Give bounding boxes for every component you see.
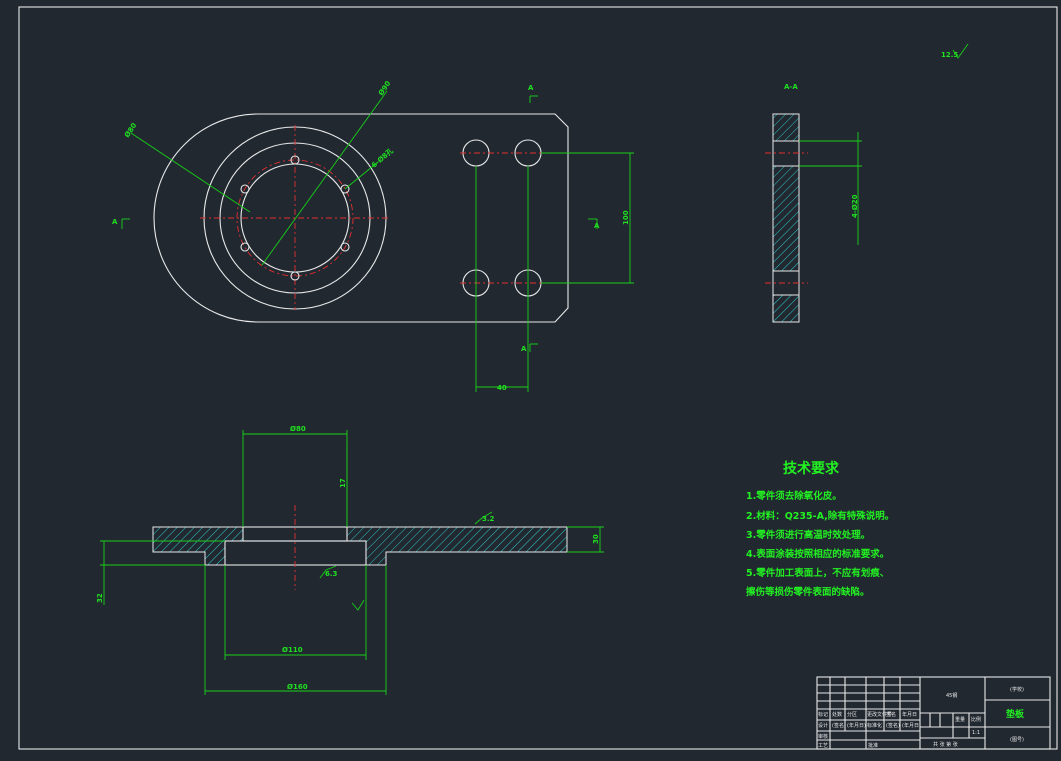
- req-1: 1.零件须去除氧化皮。: [746, 490, 842, 502]
- side-view: A-A 4-Ø20: [765, 83, 862, 323]
- dim-step: 17: [339, 478, 347, 488]
- section-mark-bottom: A: [521, 345, 527, 353]
- tb-label-3: 更改文件号: [867, 711, 892, 718]
- section-mark-left: A: [112, 218, 118, 226]
- plate-outline: [153, 113, 569, 323]
- tb-part-name: 垫板: [1006, 708, 1025, 720]
- req-3: 3.零件须进行高温时效处理。: [746, 529, 870, 541]
- dim-holes: 6-Ø8孔: [370, 146, 395, 169]
- req-5: 5.零件加工表面上，不应有划痕、: [746, 567, 889, 579]
- side-view-label: A-A: [784, 83, 798, 91]
- tb-label2-1: (签名): [832, 722, 846, 729]
- req-2: 2.材料：Q235-A,除有特殊说明。: [746, 510, 894, 522]
- tb-label2-5: (年月日): [902, 722, 921, 729]
- req-4: 4.表面涂装按照相应的标准要求。: [746, 548, 889, 560]
- section-mark-right: A: [594, 222, 600, 230]
- tb-label2-2: (年月日): [847, 722, 866, 729]
- tb-scale: 1:1: [972, 730, 980, 736]
- dim-spacing-h: 40: [497, 384, 507, 392]
- tb-label2-0: 设计: [818, 722, 828, 729]
- roughness-value: 12.5: [941, 51, 958, 59]
- dim-thick: 30: [592, 534, 600, 544]
- top-view: [121, 90, 634, 392]
- tb-stage-scale: 比例: [971, 716, 981, 723]
- tb-label2-4: (签名): [886, 722, 900, 729]
- tb-label-5: 年月日: [902, 711, 917, 718]
- requirements-title: 技术要求: [783, 460, 840, 477]
- dim-outer-dia: Ø160: [287, 683, 308, 691]
- pitch-circle: [236, 159, 354, 277]
- req-6: 擦伤等损伤零件表面的缺陷。: [746, 586, 870, 598]
- tb-stage-weight: 重量: [955, 716, 965, 723]
- tb-label-2: 分区: [847, 711, 857, 718]
- tb-label3-2: 批准: [868, 742, 878, 749]
- dim-side-holes: 4-Ø20: [851, 194, 859, 218]
- tb-material: 45钢: [946, 692, 957, 699]
- dim-height: 32: [96, 593, 104, 603]
- tb-label3-1: 工艺: [818, 743, 828, 749]
- tb-label2-3: 标准化: [867, 722, 882, 729]
- tb-label-1: 处数: [832, 711, 842, 718]
- tb-drawing-no: (图号): [1010, 737, 1024, 743]
- drawing-border: [18, 6, 1058, 750]
- roughness-2: 3.2: [482, 515, 495, 523]
- roughness-3: 6.3: [325, 570, 338, 578]
- dim-base-dia: Ø110: [282, 646, 303, 654]
- roughness-symbol: 12.5: [941, 43, 969, 59]
- title-block: [816, 676, 1051, 750]
- dim-bore: Ø80: [290, 425, 306, 433]
- front-section-view: [100, 430, 604, 695]
- section-mark-top: A: [528, 84, 534, 92]
- tb-label-4: 签名: [886, 711, 896, 718]
- bolt-holes: [240, 155, 350, 281]
- dim-spacing-v: 100: [622, 210, 630, 225]
- dim-pcd: Ø90: [377, 80, 392, 98]
- tb-label3-0: 审核: [818, 733, 828, 740]
- tb-sheets: 共 张 第 张: [933, 741, 958, 748]
- tb-company: (学校): [1010, 686, 1024, 693]
- tb-label-0: 标记: [818, 711, 828, 718]
- side-holes: [460, 139, 545, 297]
